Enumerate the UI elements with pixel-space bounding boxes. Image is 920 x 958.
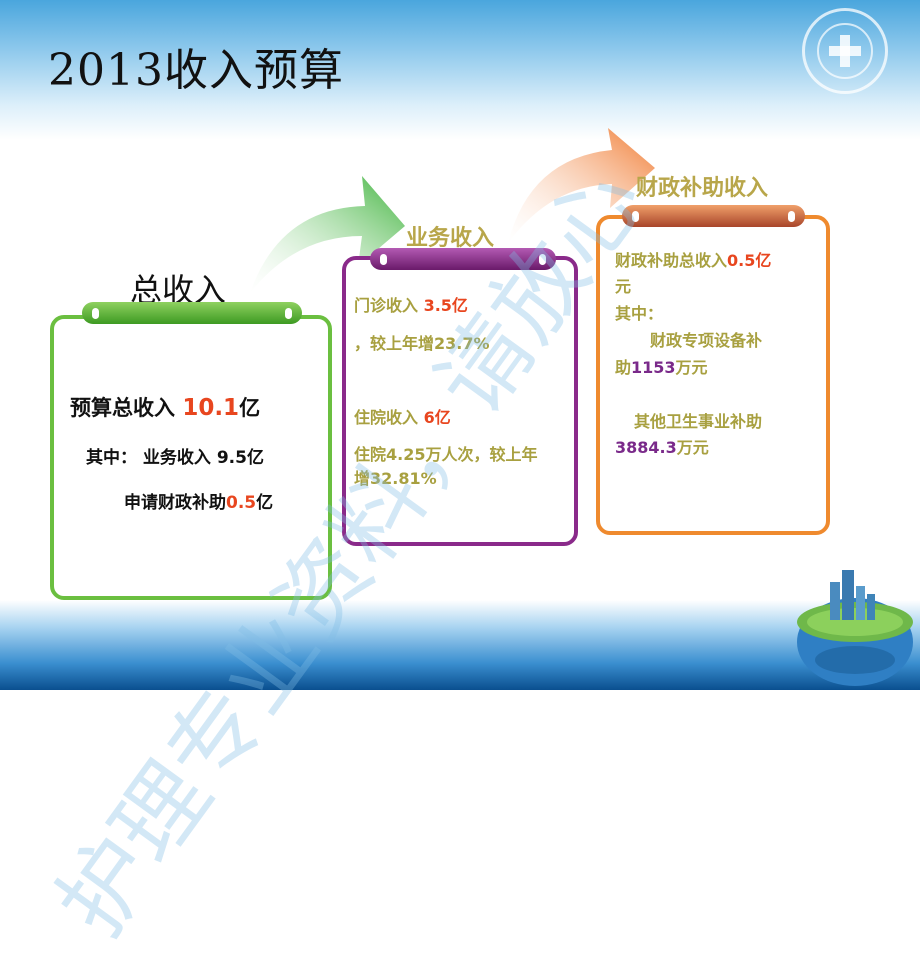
purple-header-bar: [370, 248, 556, 270]
outpatient-unit: 亿: [451, 296, 468, 315]
business-income-card: [342, 256, 578, 546]
logo-inner-ring: [817, 23, 873, 79]
bar-hole-icon: [539, 254, 546, 265]
medical-cross-icon: [827, 33, 863, 69]
orange-curved-arrow-icon: [508, 128, 655, 243]
business-income-label: 业务收入: [406, 226, 495, 251]
green-curved-arrow-icon: [250, 176, 405, 293]
subsidy-income-label: 财政补助收入: [636, 176, 769, 201]
outpatient-line: 门诊收入 3.5亿: [354, 292, 468, 316]
subsidy-total-value: 0.5亿: [727, 251, 772, 270]
subsidy-total-line: 财政补助总收入0.5亿: [615, 247, 771, 271]
other-subsidy-label: 其他卫生事业补助: [634, 412, 763, 431]
outpatient-value: 3.5: [423, 296, 452, 315]
total-income-card: [50, 315, 332, 600]
top-gradient-band: [0, 0, 920, 140]
inpatient-prefix: 住院收入: [354, 408, 424, 427]
slide-title: 2013收入预算: [48, 45, 344, 96]
equipment-prefix: 助: [615, 358, 632, 377]
bar-hole-icon: [632, 211, 639, 222]
inpatient-value: 6: [423, 408, 435, 427]
outpatient-prefix: 门诊收入: [354, 296, 424, 315]
other-subsidy-line: 3884.3万元: [615, 434, 709, 458]
bottom-gradient-band: [0, 600, 920, 690]
bar-hole-icon: [788, 211, 795, 222]
globe-city-icon: [797, 570, 913, 686]
outpatient-growth: ，较上年增23.7%: [354, 334, 490, 353]
bar-hole-icon: [92, 308, 99, 319]
subsidy-among-label: 其中：: [615, 304, 664, 323]
subsidy-request-line: 申请财政补助0.5亿: [124, 488, 273, 513]
equipment-value: 1153: [631, 358, 676, 377]
green-header-bar: [82, 302, 302, 324]
total-budget-line: 预算总收入 10.1亿: [70, 392, 260, 422]
subsidy-total-unit: 元: [615, 277, 632, 296]
business-income-line: 其中： 业务收入 9.5亿: [86, 448, 264, 468]
subsidy-request-prefix: 申请财政补助: [124, 493, 226, 513]
total-budget-value: 10.1: [182, 395, 240, 421]
inpatient-detail-1: 住院4.25万人次，较上年: [354, 445, 538, 464]
subsidy-request-value: 0.5: [226, 493, 257, 513]
inpatient-detail-2: 增32.81%: [354, 469, 437, 488]
total-budget-prefix: 预算总收入: [70, 396, 183, 420]
orange-header-bar: [622, 205, 805, 227]
subsidy-total-prefix: 财政补助总收入: [615, 251, 728, 270]
inpatient-unit: 亿: [434, 408, 451, 427]
subsidy-income-card: [596, 215, 830, 535]
bar-hole-icon: [285, 308, 292, 319]
other-subsidy-unit: 万元: [676, 438, 709, 457]
hospital-logo: [802, 8, 888, 94]
equipment-subsidy-line-2: 助1153万元: [615, 354, 708, 378]
bar-hole-icon: [380, 254, 387, 265]
equipment-subsidy-line-1: 财政专项设备补: [650, 331, 763, 350]
subsidy-request-unit: 亿: [256, 493, 274, 513]
total-budget-unit: 亿: [239, 396, 261, 420]
inpatient-line: 住院收入 6亿: [354, 404, 451, 428]
other-subsidy-value: 3884.3: [615, 438, 677, 457]
equipment-unit: 万元: [675, 358, 708, 377]
